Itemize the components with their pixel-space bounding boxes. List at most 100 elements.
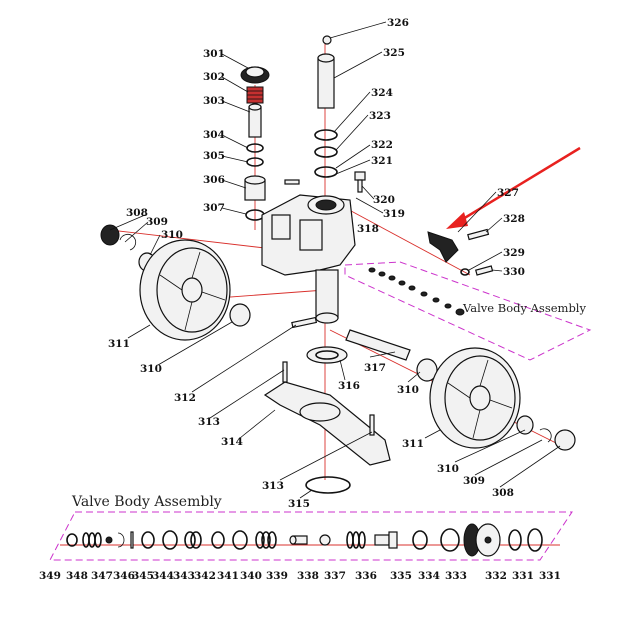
label-301: 301 bbox=[203, 48, 225, 60]
part-340 bbox=[232, 530, 248, 550]
part-343 bbox=[162, 530, 178, 550]
part-309-clip-right bbox=[539, 428, 552, 443]
label-331-a: 331 bbox=[512, 570, 534, 582]
label-313-a: 313 bbox=[198, 416, 220, 428]
part-314-base-plate bbox=[263, 381, 391, 466]
part-303-piston bbox=[248, 103, 262, 138]
label-342: 342 bbox=[194, 570, 216, 582]
part-342 bbox=[184, 531, 202, 549]
part-lower-column bbox=[315, 269, 339, 324]
part-318-pump-body bbox=[261, 194, 356, 276]
label-320: 320 bbox=[373, 194, 395, 206]
part-308-cap-right bbox=[554, 429, 576, 451]
label-324: 324 bbox=[371, 87, 393, 99]
part-306-sleeve bbox=[244, 175, 266, 201]
part-309-clip-left bbox=[119, 233, 137, 251]
part-331-a bbox=[508, 529, 522, 551]
part-number-labels: 301 302 303 304 305 306 307 326 325 324 … bbox=[39, 17, 561, 582]
pointer-arrow bbox=[446, 146, 581, 229]
part-321-ring bbox=[314, 166, 338, 178]
label-303: 303 bbox=[203, 95, 225, 107]
label-332: 332 bbox=[485, 570, 507, 582]
part-328-pin bbox=[467, 228, 490, 241]
valve-assembly-parts-row bbox=[66, 523, 543, 557]
label-312: 312 bbox=[174, 392, 196, 404]
label-307: 307 bbox=[203, 202, 225, 214]
label-318: 318 bbox=[357, 223, 379, 235]
valve-parts-upper bbox=[368, 267, 465, 316]
part-331-b bbox=[527, 528, 543, 552]
label-308-right: 308 bbox=[492, 487, 514, 499]
part-345 bbox=[130, 531, 134, 549]
label-327: 327 bbox=[497, 187, 519, 199]
part-324-ring bbox=[314, 129, 338, 141]
label-314: 314 bbox=[221, 436, 243, 448]
part-330-pin bbox=[475, 265, 494, 276]
part-332 bbox=[463, 523, 501, 557]
part-339 bbox=[255, 531, 277, 549]
part-327-lever bbox=[427, 231, 459, 263]
label-310-right-a: 310 bbox=[397, 384, 419, 396]
label-346: 346 bbox=[113, 570, 135, 582]
part-308-cap-left bbox=[100, 224, 120, 246]
label-310-right-b: 310 bbox=[437, 463, 459, 475]
label-305: 305 bbox=[203, 150, 225, 162]
part-341 bbox=[211, 531, 225, 549]
part-335 bbox=[374, 531, 398, 549]
part-302-spring bbox=[246, 86, 264, 104]
label-335: 335 bbox=[390, 570, 412, 582]
label-345: 345 bbox=[132, 570, 154, 582]
part-322-pin bbox=[284, 179, 300, 185]
part-310-bushing-right-b bbox=[516, 415, 534, 435]
valve-assembly-box-bottom bbox=[49, 511, 573, 561]
part-347-ball bbox=[105, 536, 113, 544]
label-311-left: 311 bbox=[108, 338, 130, 350]
valve-assembly-label-bottom: Valve Body Assembly bbox=[71, 494, 222, 510]
label-325: 325 bbox=[383, 47, 405, 59]
label-315: 315 bbox=[288, 498, 310, 510]
part-323-ring bbox=[314, 146, 338, 158]
label-349: 349 bbox=[39, 570, 61, 582]
label-347: 347 bbox=[91, 570, 113, 582]
part-349 bbox=[66, 533, 78, 547]
label-333: 333 bbox=[445, 570, 467, 582]
part-326-ball bbox=[322, 35, 332, 45]
part-329-washer bbox=[460, 268, 470, 276]
label-308-left: 308 bbox=[126, 207, 148, 219]
label-344: 344 bbox=[152, 570, 174, 582]
part-311-wheel-left bbox=[139, 239, 231, 341]
part-312-pin bbox=[291, 316, 318, 329]
label-313-b: 313 bbox=[262, 480, 284, 492]
part-315-ring bbox=[305, 476, 351, 494]
label-339: 339 bbox=[266, 570, 288, 582]
label-337: 337 bbox=[324, 570, 346, 582]
part-337-ball bbox=[319, 534, 331, 546]
label-319: 319 bbox=[383, 208, 405, 220]
label-310-left-a: 310 bbox=[161, 229, 183, 241]
label-321: 321 bbox=[371, 155, 393, 167]
label-328: 328 bbox=[503, 213, 525, 225]
label-309-left: 309 bbox=[146, 216, 168, 228]
part-346-clip bbox=[117, 532, 125, 548]
part-313-pin-a bbox=[282, 361, 288, 383]
part-304-washer bbox=[246, 143, 264, 153]
label-316: 316 bbox=[338, 380, 360, 392]
label-331-b: 331 bbox=[539, 570, 561, 582]
part-334 bbox=[412, 530, 428, 550]
part-320-bolt bbox=[354, 171, 366, 193]
label-311-right: 311 bbox=[402, 438, 424, 450]
part-311-wheel-right bbox=[429, 347, 521, 449]
label-340: 340 bbox=[240, 570, 262, 582]
part-338 bbox=[289, 535, 308, 545]
label-302: 302 bbox=[203, 71, 225, 83]
valve-assembly-box-top bbox=[344, 261, 592, 361]
label-336: 336 bbox=[355, 570, 377, 582]
label-341: 341 bbox=[217, 570, 239, 582]
label-338: 338 bbox=[297, 570, 319, 582]
part-325-plunger bbox=[317, 53, 335, 109]
part-313-pin-b bbox=[369, 414, 375, 436]
label-304: 304 bbox=[203, 129, 225, 141]
label-330: 330 bbox=[503, 266, 525, 278]
label-334: 334 bbox=[418, 570, 440, 582]
